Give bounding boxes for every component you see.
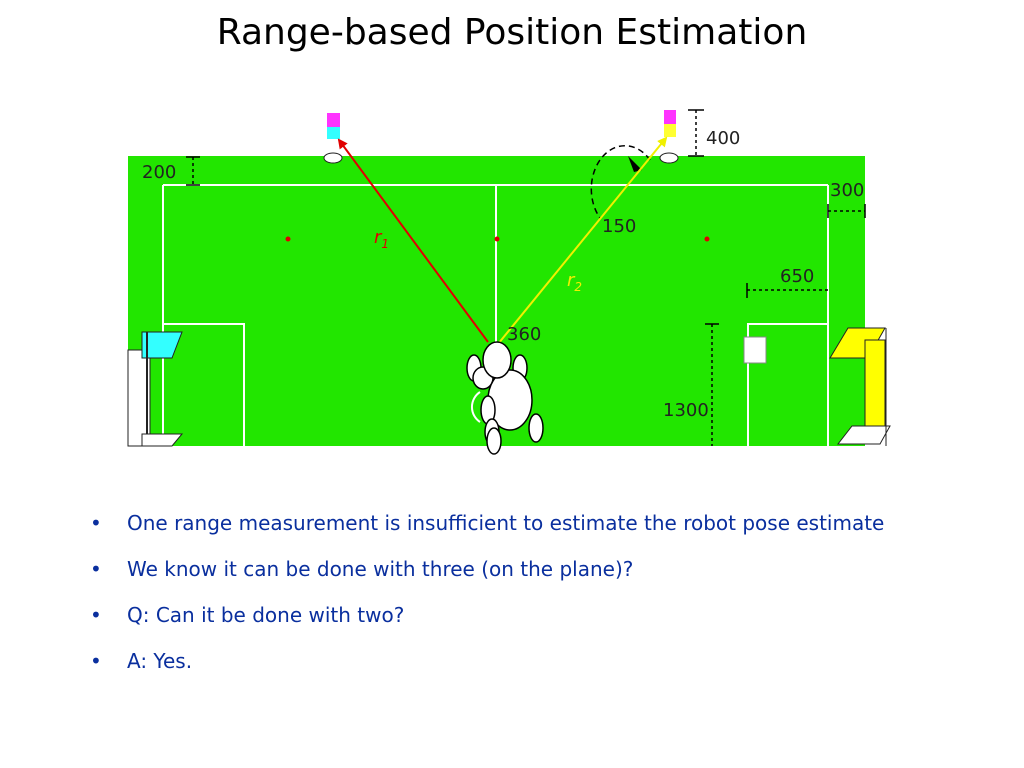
field-spot [285, 236, 291, 242]
dimension-200 [186, 156, 200, 186]
label-400: 400 [706, 128, 740, 149]
label-r2: r2 [567, 270, 582, 294]
label-200: 200 [142, 162, 176, 183]
right-beacon [659, 110, 679, 164]
field-spot [494, 236, 500, 242]
range-line-r1 [337, 138, 489, 343]
label-360: 360 [507, 324, 541, 345]
label-r1: r1 [374, 227, 389, 251]
label-1300: 1300 [663, 400, 709, 421]
field-spot [704, 236, 710, 242]
dimension-650 [746, 283, 828, 298]
left-goal [127, 331, 184, 447]
right-goal [829, 327, 891, 446]
dimension-150-arc [590, 144, 651, 219]
dimension-1300 [705, 323, 719, 446]
bullet-item: Q: Can it be done with two? [90, 600, 930, 630]
field-lines [162, 184, 829, 446]
label-650: 650 [780, 266, 814, 287]
robot-icon [466, 341, 544, 455]
range-line-r2 [497, 136, 668, 345]
bullet-list: One range measurement is insufficient to… [90, 508, 930, 692]
bullet-item: We know it can be done with three (on th… [90, 554, 930, 584]
label-300: 300 [830, 180, 864, 201]
bullet-item: A: Yes. [90, 646, 930, 676]
arrow-icon [628, 156, 642, 172]
bullet-item: One range measurement is insufficient to… [90, 508, 930, 538]
field-marker [743, 336, 767, 364]
dimension-300 [827, 204, 866, 218]
left-beacon [323, 113, 343, 164]
dimension-400 [688, 109, 704, 157]
slide-title: Range-based Position Estimation [216, 12, 808, 53]
label-150: 150 [602, 216, 636, 237]
field-diagram: 200 400 300 650 1300 150 r1 r2 360 [127, 109, 891, 455]
